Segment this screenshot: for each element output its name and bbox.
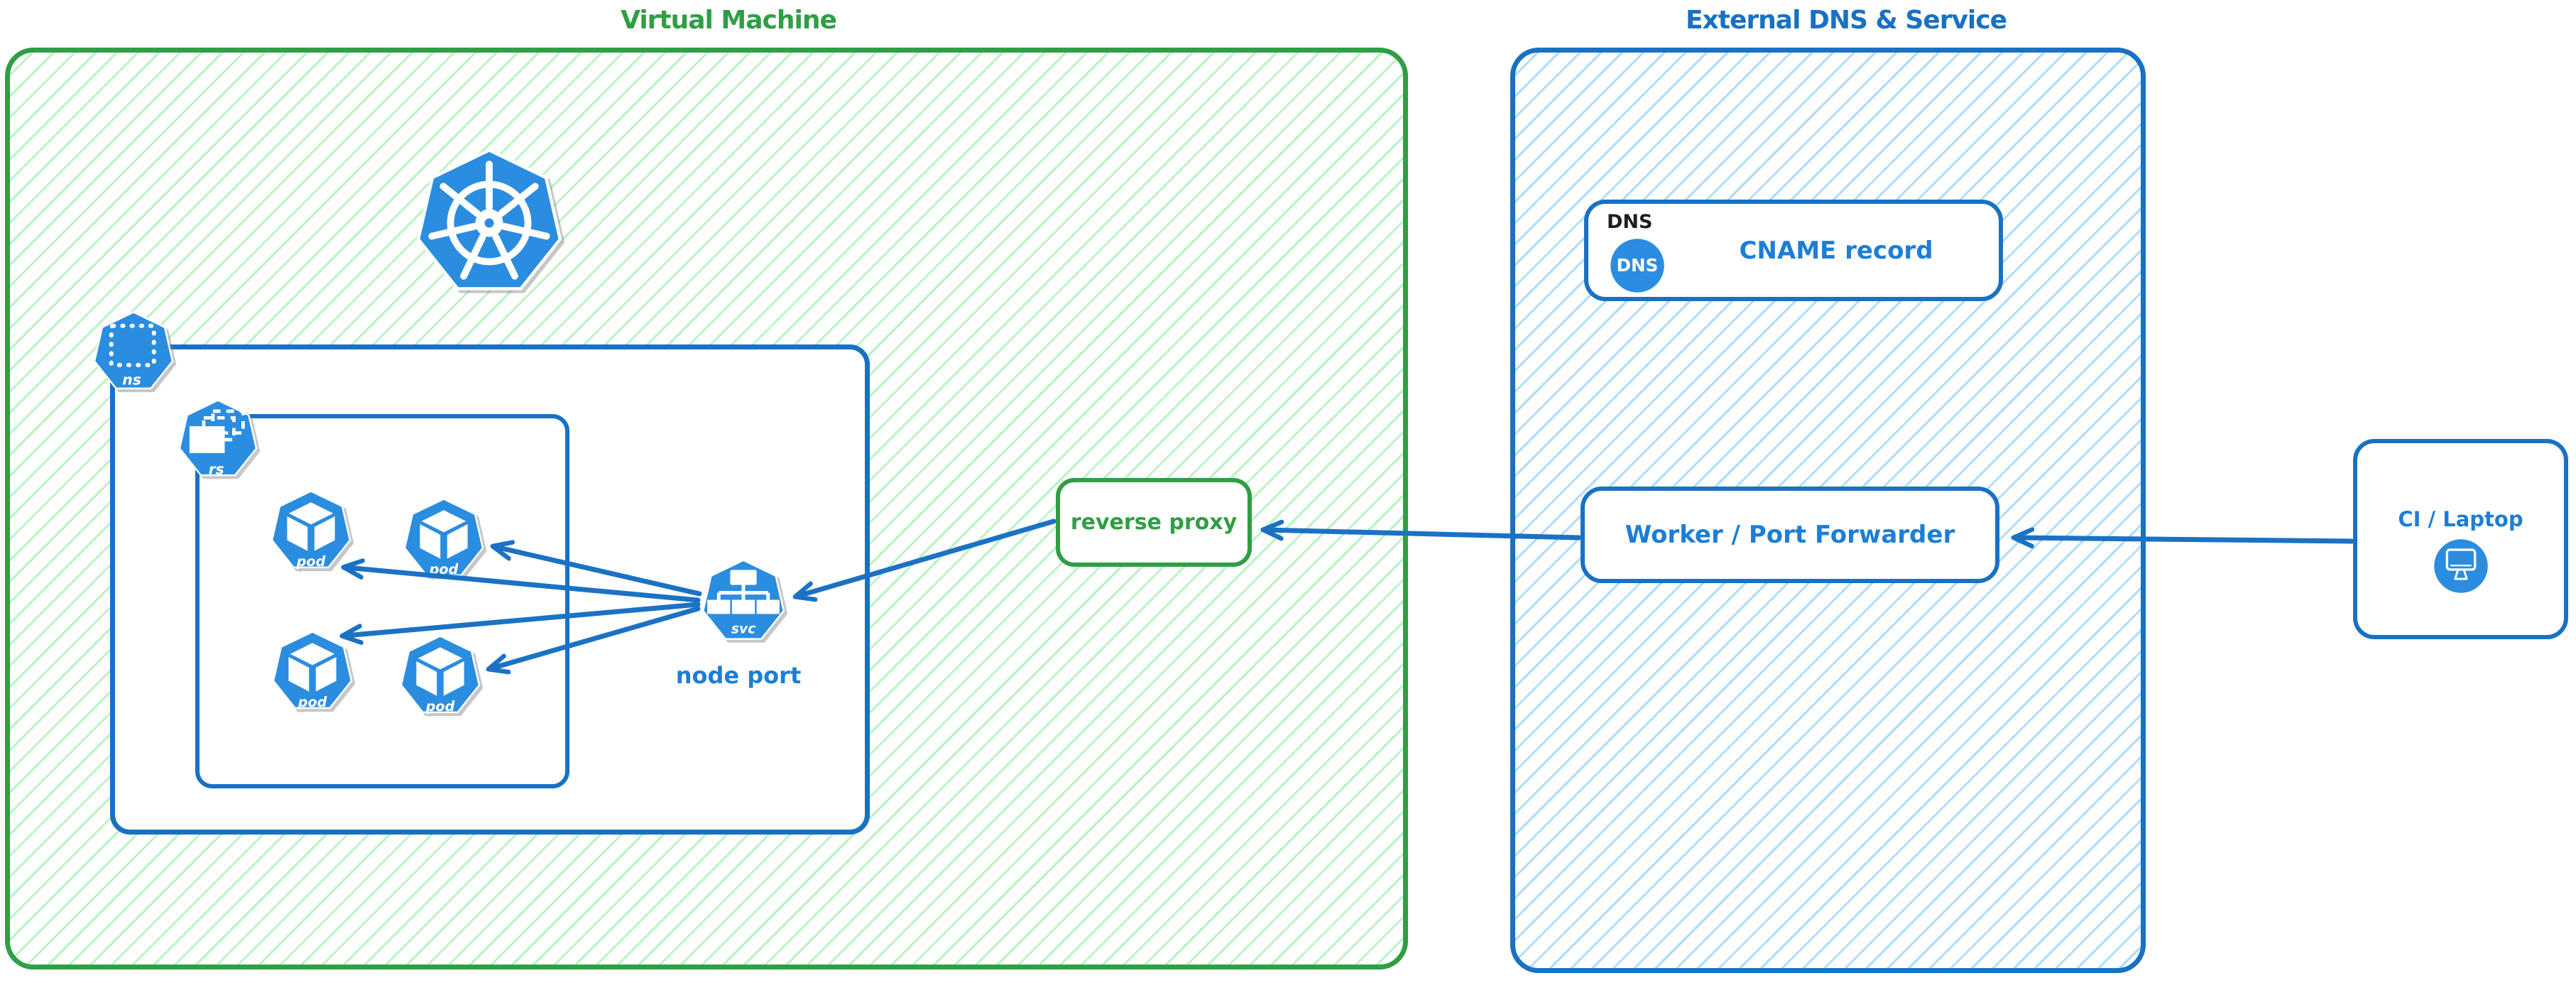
namespace-icon: ns xyxy=(93,311,174,390)
worker-port-forwarder-card: Worker / Port Forwarder xyxy=(1581,487,1999,583)
monitor-icon xyxy=(2433,539,2488,593)
cname-record-label: CNAME record xyxy=(1739,236,1933,265)
dns-badge-icon: DNS xyxy=(1610,239,1664,293)
ci-laptop-label: CI / Laptop xyxy=(2398,507,2523,531)
external-group-title: External DNS & Service xyxy=(1685,6,2007,35)
kubernetes-icon xyxy=(416,148,562,290)
dns-tag: DNS xyxy=(1607,211,1653,233)
replicaset-icon: rs xyxy=(178,399,258,477)
reverse-proxy-node: reverse proxy xyxy=(1056,478,1252,567)
worker-port-forwarder-label: Worker / Port Forwarder xyxy=(1625,521,1955,549)
reverse-proxy-label: reverse proxy xyxy=(1070,510,1238,535)
pod-icon-label: pod xyxy=(296,553,326,570)
pod-icon: pod xyxy=(403,498,484,577)
service-icon: svc xyxy=(702,559,785,640)
pod-icon: pod xyxy=(400,635,481,715)
replicaset-icon-label: rs xyxy=(209,460,224,477)
node-port-label: node port xyxy=(675,662,802,689)
service-icon-label: svc xyxy=(731,622,755,637)
virtual-machine-title: Virtual Machine xyxy=(621,6,837,35)
ci-laptop-node: CI / Laptop xyxy=(2353,439,2568,639)
pod-icon: pod xyxy=(272,631,353,710)
dns-badge-label: DNS xyxy=(1617,255,1659,276)
dns-card: DNS DNS CNAME record xyxy=(1584,200,2003,301)
pod-icon-label: pod xyxy=(429,561,459,577)
pod-icon-label: pod xyxy=(298,694,327,710)
pod-icon-label: pod xyxy=(425,698,455,715)
pod-icon: pod xyxy=(271,490,351,570)
namespace-icon-label: ns xyxy=(122,371,141,389)
